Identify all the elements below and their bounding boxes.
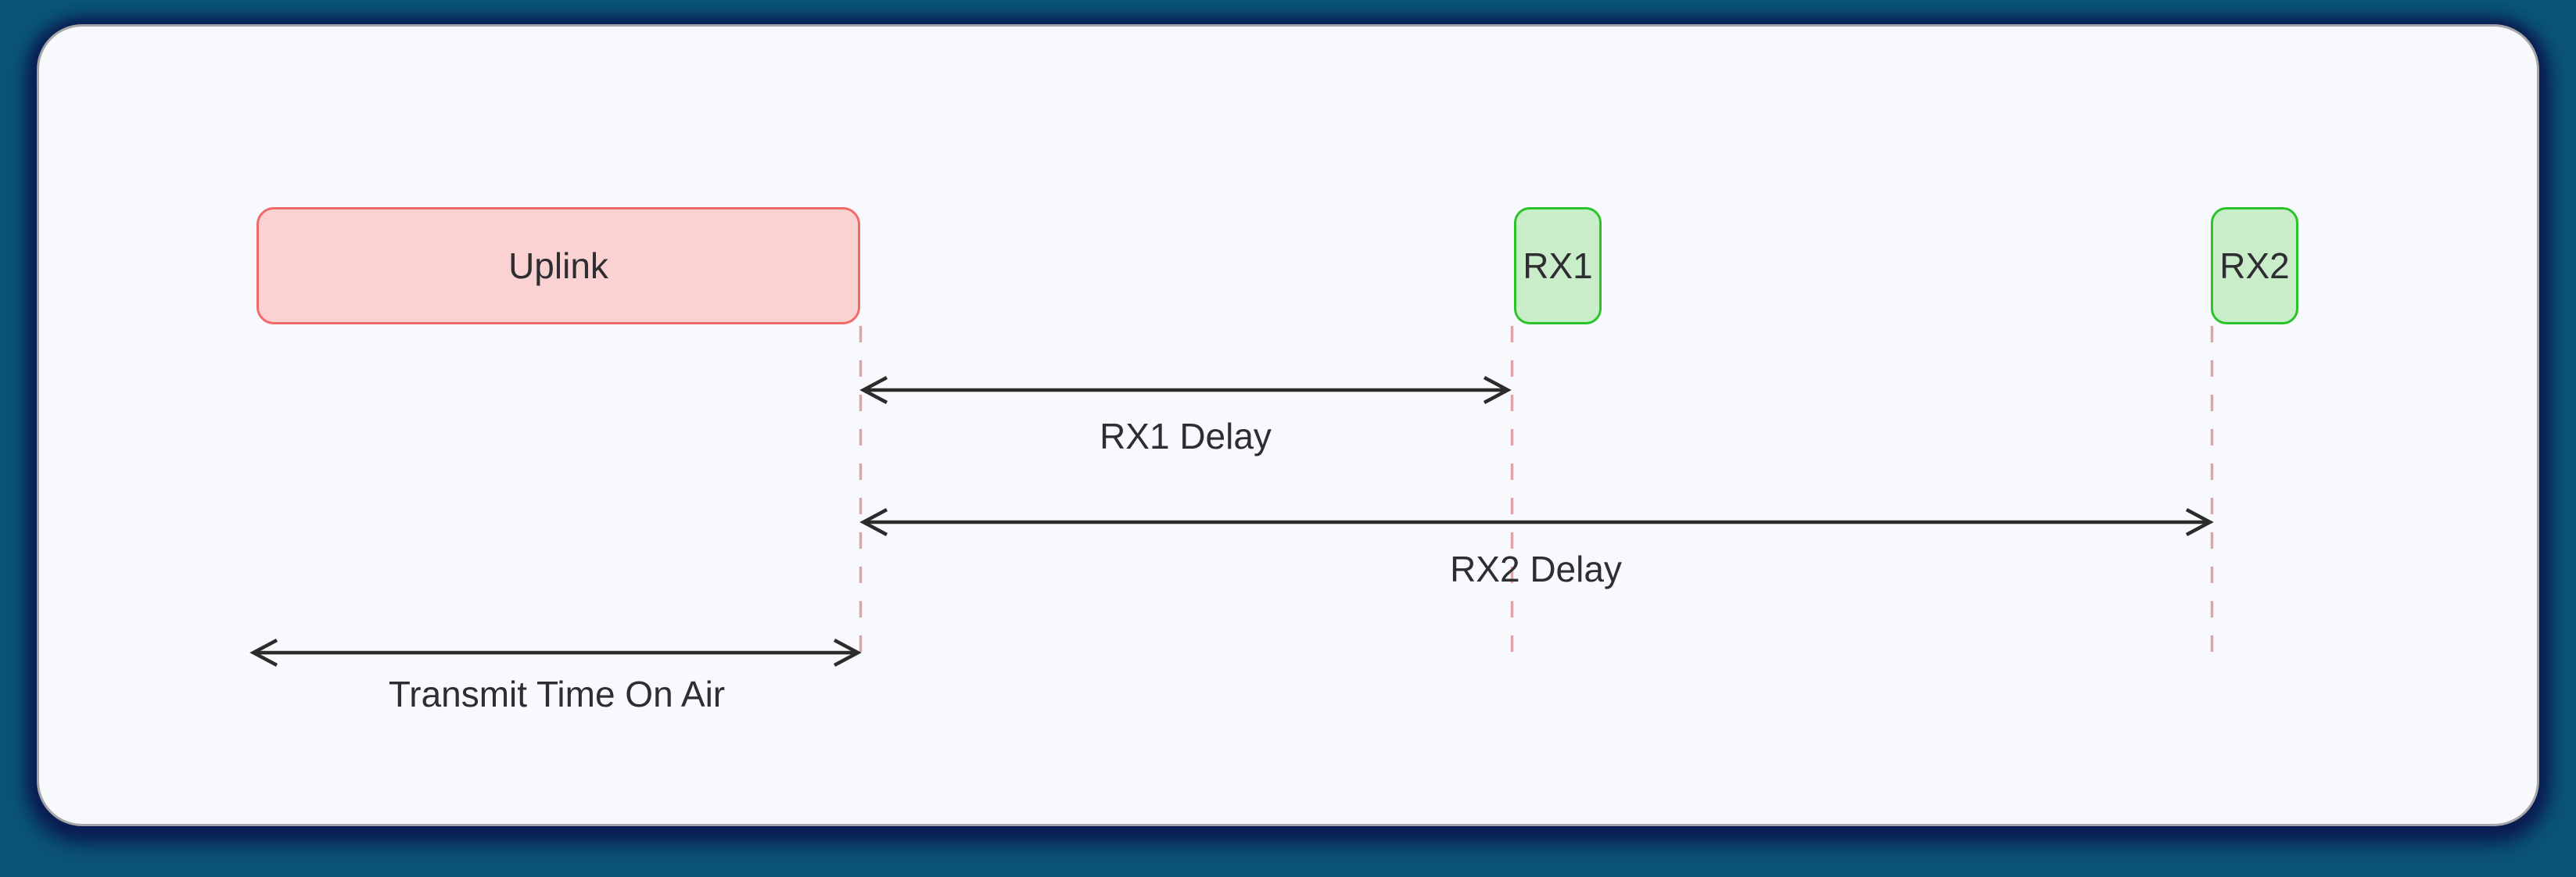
uplink-node-label: Uplink: [508, 245, 608, 286]
rx1-node: RX1: [1514, 207, 1602, 324]
rx2-delay-label: RX2 Delay: [1450, 549, 1622, 589]
rx1-node-label: RX1: [1523, 245, 1593, 286]
rx2-node-label: RX2: [2219, 245, 2290, 286]
diagram-canvas: [37, 24, 2539, 826]
rx2-node: RX2: [2211, 207, 2298, 324]
time-on-air-label: Transmit Time On Air: [388, 674, 726, 714]
uplink-node: Uplink: [257, 207, 860, 324]
rx1-delay-label: RX1 Delay: [1100, 416, 1272, 456]
